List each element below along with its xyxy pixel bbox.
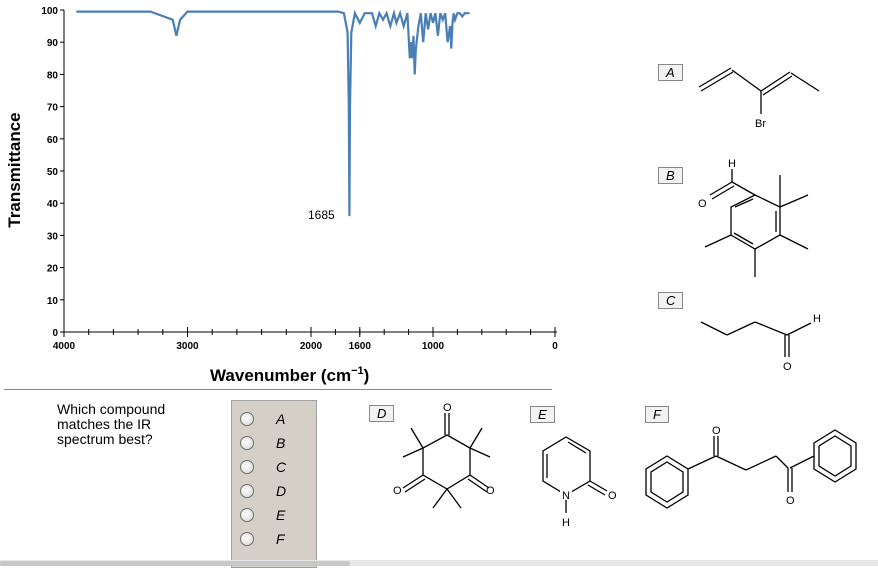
ir-spectrum-chart: 0 10 20 30 40 50 60 70 80 90 100 4000 3000 2000 1600 1… — [5, 6, 558, 385]
x-axis-title: Wavenumber (cm−1) — [210, 365, 369, 385]
option-f-label: F — [276, 531, 285, 547]
y-tick-label: 50 — [47, 167, 59, 178]
oxygen-f-right: O — [786, 495, 795, 507]
x-axis-title-sup: −1 — [351, 365, 364, 377]
y-tick-label: 90 — [47, 38, 59, 49]
compound-label-f: F — [645, 406, 669, 423]
y-tick-label: 60 — [47, 135, 59, 146]
carbonyl-oxygen-c: O — [783, 361, 792, 373]
x-tick-label: 3000 — [176, 341, 199, 352]
radio-a[interactable] — [240, 412, 254, 426]
option-a[interactable]: A — [240, 410, 285, 428]
aldehyde-oxygen: O — [698, 198, 707, 210]
x-tick-label: 1600 — [349, 341, 372, 352]
option-f[interactable]: F — [240, 530, 285, 548]
y-tick-label: 70 — [47, 103, 59, 114]
aldehyde-hydrogen: H — [728, 158, 736, 170]
compound-label-d: D — [369, 405, 395, 422]
y-tick-label: 0 — [52, 328, 58, 339]
option-c-label: C — [276, 459, 287, 475]
y-tick-label: 10 — [47, 296, 59, 307]
structure-a-image: Br — [698, 67, 820, 130]
bromine-atom: Br — [755, 118, 766, 130]
structure-e-image: N H O — [542, 436, 617, 529]
y-tick-label: 100 — [41, 6, 58, 17]
option-d[interactable]: D — [240, 482, 286, 500]
answer-options-panel: A B C D E F — [231, 400, 317, 568]
structure-d-image: O O O — [393, 402, 495, 509]
option-a-label: A — [276, 411, 286, 427]
y-axis: 0 10 20 30 40 50 60 70 80 90 100 — [41, 6, 65, 339]
option-d-label: D — [276, 483, 287, 499]
y-axis-title: Transmittance — [5, 112, 24, 227]
radio-b[interactable] — [240, 436, 254, 450]
radio-c[interactable] — [240, 460, 254, 474]
horizontal-scrollbar[interactable] — [0, 561, 350, 566]
x-axis-title-main: Wavenumber (cm — [210, 366, 351, 385]
structure-b-image: H O — [698, 158, 809, 277]
section-divider — [4, 389, 552, 390]
structure-f-image: O O — [645, 425, 857, 509]
compound-label-b: B — [658, 167, 683, 184]
nh-hydrogen-e: H — [562, 517, 570, 529]
option-b-label: B — [276, 435, 286, 451]
peak-annotation: 1685 — [308, 208, 335, 222]
y-tick-label: 20 — [47, 264, 59, 275]
x-tick-label: 4000 — [53, 341, 76, 352]
radio-d[interactable] — [240, 484, 254, 498]
spectrum-line — [76, 8, 470, 217]
question-text: Which compound matches the IR spectrum b… — [57, 401, 166, 447]
compound-label-a: A — [658, 64, 683, 81]
option-e[interactable]: E — [240, 506, 285, 524]
x-tick-label: 2000 — [300, 341, 323, 352]
nitrogen-e: N — [562, 490, 570, 502]
radio-e[interactable] — [240, 508, 254, 522]
oxygen-d-top: O — [443, 402, 452, 414]
option-c[interactable]: C — [240, 458, 286, 476]
structure-c-image: H O — [700, 313, 821, 373]
bottom-toolbar — [0, 560, 878, 566]
x-tick-label: 0 — [552, 341, 558, 352]
oxygen-e: O — [608, 490, 617, 502]
radio-f[interactable] — [240, 532, 254, 546]
oxygen-d-right: O — [486, 485, 495, 497]
aldehyde-hydrogen-c: H — [813, 313, 821, 325]
compound-label-c: C — [658, 292, 684, 309]
oxygen-f-left: O — [712, 425, 721, 437]
compound-label-e: E — [530, 406, 555, 423]
x-axis: 4000 3000 2000 1600 1000 0 — [53, 327, 558, 352]
y-tick-label: 30 — [47, 231, 59, 242]
y-tick-label: 40 — [47, 199, 59, 210]
oxygen-d-left: O — [393, 485, 402, 497]
x-tick-label: 1000 — [422, 341, 445, 352]
option-b[interactable]: B — [240, 434, 285, 452]
y-tick-label: 80 — [47, 70, 59, 81]
option-e-label: E — [276, 507, 286, 523]
x-axis-title-close: ) — [364, 366, 370, 385]
